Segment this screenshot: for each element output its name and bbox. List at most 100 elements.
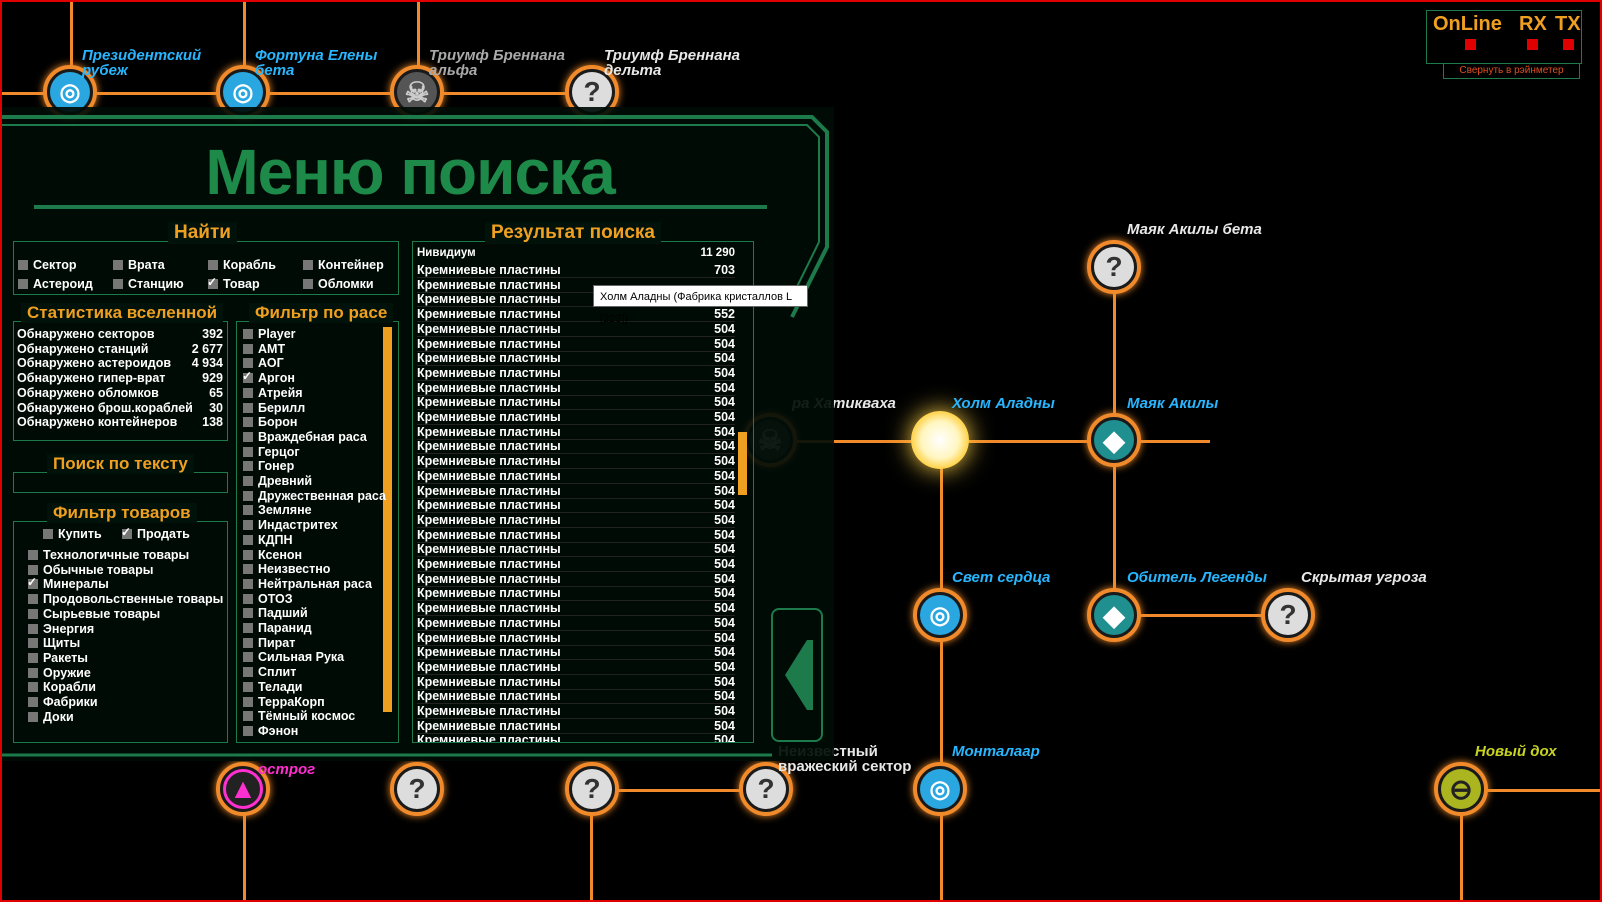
checkbox-icon[interactable] [243, 593, 253, 604]
checkbox-icon[interactable] [243, 549, 253, 560]
checkbox-icon[interactable] [113, 260, 123, 270]
checkbox-icon[interactable] [243, 578, 253, 589]
race-filter-item[interactable]: Player [243, 327, 296, 341]
checkbox-icon[interactable] [243, 329, 253, 339]
checkbox-icon[interactable] [18, 279, 28, 289]
goods-filter-item[interactable]: Продовольственные товары [28, 592, 223, 606]
race-filter-item[interactable]: Атрейя [243, 386, 303, 400]
checkbox-icon[interactable] [28, 623, 38, 634]
checkbox-icon[interactable] [243, 343, 253, 354]
checkbox-icon[interactable] [243, 681, 253, 692]
goods-filter-item[interactable]: Обычные товары [28, 563, 153, 577]
goods-filter-item[interactable]: Ракеты [28, 651, 88, 665]
checkbox-icon[interactable] [113, 279, 123, 289]
sector-svet[interactable]: ◎ [913, 588, 967, 642]
checkbox-icon[interactable] [243, 623, 253, 633]
race-filter-item[interactable]: АОГ [243, 356, 284, 370]
checkbox-icon[interactable] [243, 476, 253, 486]
race-filter-item[interactable]: Ксенон [243, 548, 302, 562]
checkbox-icon[interactable] [28, 711, 38, 722]
checkbox-icon[interactable] [243, 402, 253, 413]
sector-unknown[interactable]: ? [739, 762, 793, 816]
race-filter-item[interactable]: Сплит [243, 665, 296, 679]
find-option[interactable]: Контейнер [303, 258, 384, 272]
goods-filter-item[interactable]: Фабрики [28, 695, 98, 709]
find-option[interactable]: Обломки [303, 277, 374, 291]
find-option[interactable]: Корабль [208, 258, 276, 272]
checkbox-icon[interactable] [243, 417, 253, 428]
race-filter-item[interactable]: ОТОЗ [243, 592, 293, 606]
sector-noviy[interactable]: ⊖ [1434, 762, 1488, 816]
checkbox-icon[interactable] [208, 260, 218, 270]
race-filter-item[interactable]: Берилл [243, 401, 305, 415]
checkbox-icon[interactable] [243, 505, 253, 516]
race-filter-item[interactable]: Герцог [243, 445, 300, 459]
sector-ostrog[interactable]: ▲ [216, 762, 270, 816]
race-filter-item[interactable]: Сильная Рука [243, 650, 344, 664]
goods-filter-item[interactable]: Корабли [28, 680, 96, 694]
race-filter-item[interactable]: Нейтральная раса [243, 577, 372, 591]
race-filter-item[interactable]: Тёмный космос [243, 709, 355, 723]
checkbox-icon[interactable] [243, 446, 253, 457]
current-sector-sun-icon[interactable] [911, 411, 969, 469]
checkbox-icon[interactable] [121, 525, 132, 539]
sector-skrytaya[interactable]: ? [1261, 588, 1315, 642]
checkbox-icon[interactable] [243, 564, 253, 575]
checkbox-icon[interactable] [303, 260, 313, 270]
race-filter-item[interactable]: Борон [243, 415, 297, 429]
race-filter-item[interactable]: Враждебная раса [243, 430, 367, 444]
checkbox-icon[interactable] [28, 652, 38, 663]
checkbox-icon[interactable] [28, 667, 38, 678]
goods-filter-item[interactable]: Сырьевые товары [28, 607, 160, 621]
checkbox-icon[interactable] [243, 696, 253, 707]
checkbox-icon[interactable] [242, 369, 253, 384]
race-filter-item[interactable]: Земляне [243, 503, 312, 517]
collapse-rainmeter-button[interactable]: Свернуть в рэйнметер [1443, 63, 1580, 79]
checkbox-icon[interactable] [28, 638, 38, 649]
race-filter-item[interactable]: КДПН [243, 533, 293, 547]
buy-checkbox[interactable]: Купить [43, 527, 102, 541]
checkbox-icon[interactable] [243, 490, 253, 501]
goods-filter-item[interactable]: Оружие [28, 666, 91, 680]
sector-obitel[interactable]: ◆ [1087, 588, 1141, 642]
find-option[interactable]: Сектор [18, 258, 76, 272]
checkbox-icon[interactable] [243, 725, 253, 736]
race-filter-item[interactable]: Телади [243, 680, 302, 694]
checkbox-icon[interactable] [243, 520, 253, 531]
race-filter-item[interactable]: Древний [243, 474, 312, 488]
checkbox-icon[interactable] [207, 275, 218, 289]
race-filter-item[interactable]: АМТ [243, 342, 285, 356]
sector-udel[interactable]: ? [390, 762, 444, 816]
checkbox-icon[interactable] [28, 594, 38, 605]
checkbox-icon[interactable] [243, 667, 253, 678]
sector-montalaar[interactable]: ◎ [913, 762, 967, 816]
checkbox-icon[interactable] [18, 260, 28, 270]
checkbox-icon[interactable] [28, 550, 38, 560]
goods-filter-item[interactable]: Доки [28, 710, 74, 724]
find-option[interactable]: Станцию [113, 277, 184, 291]
result-row[interactable]: Кремниевые пластины [417, 278, 735, 293]
